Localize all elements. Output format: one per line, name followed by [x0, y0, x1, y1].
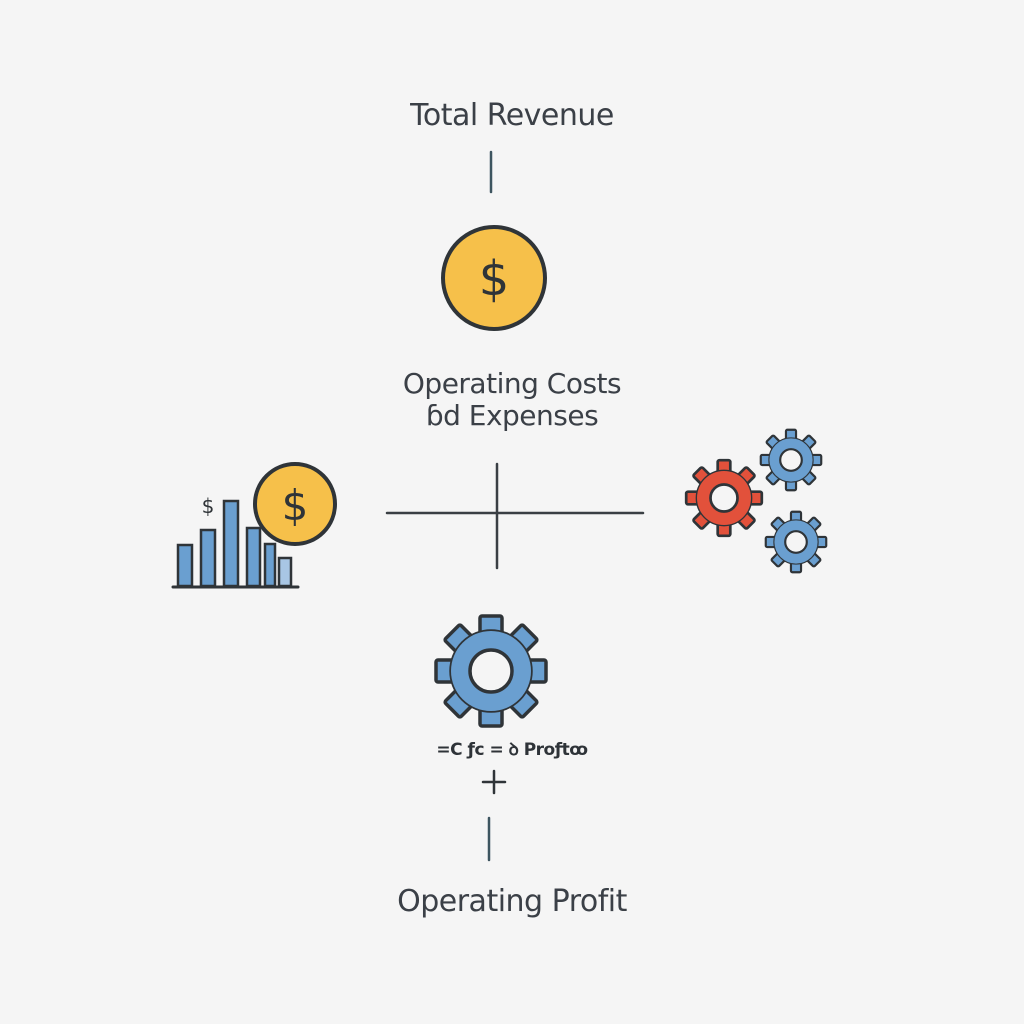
- operating-costs-label: Operating Costs ɓd Expenses: [0, 368, 1024, 432]
- top-connector: [489, 150, 493, 194]
- gears-icon: [684, 428, 828, 574]
- gear-icon: [434, 614, 548, 728]
- total-revenue-label: Total Revenue: [410, 98, 614, 133]
- operating-costs-line2: ɓd Expenses: [425, 399, 599, 432]
- dollar-coin-icon: $: [441, 225, 547, 331]
- bar-chart-coin-icon: $ $: [171, 462, 337, 589]
- formula-text: =C ƒc = ꝺ Proƒtꝏ: [436, 740, 588, 760]
- operating-profit-label: Operating Profit: [397, 884, 627, 919]
- operating-costs-line1: Operating Costs: [402, 367, 622, 400]
- bottom-connector: [487, 816, 491, 862]
- chart-coin-dollar: $: [282, 481, 309, 530]
- small-dollar-symbol: $: [202, 494, 215, 518]
- center-cross-connector: [385, 462, 645, 570]
- plus-icon: [481, 769, 507, 795]
- dollar-symbol: $: [479, 251, 510, 307]
